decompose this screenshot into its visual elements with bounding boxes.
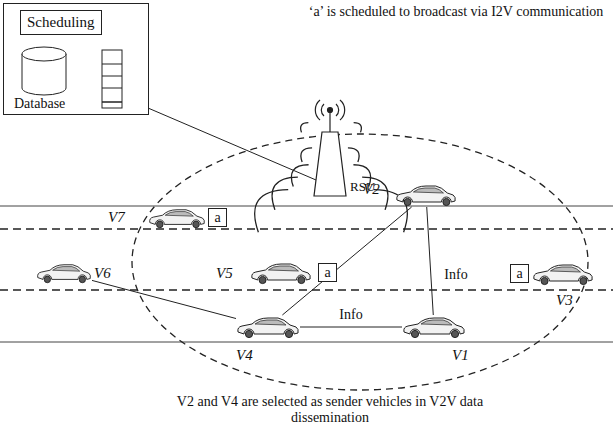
v2v-link xyxy=(282,207,411,315)
edge-label: Info xyxy=(442,267,469,283)
lane-divider xyxy=(0,289,613,291)
radio-wave xyxy=(348,144,363,162)
vehicle: V5 xyxy=(250,261,312,285)
vehicle: V4 xyxy=(236,315,300,339)
coverage-area xyxy=(132,134,588,390)
rsu-tower xyxy=(314,100,346,196)
vehicle-label: V1 xyxy=(452,347,469,364)
vehicle: V1 xyxy=(402,315,466,339)
car-icon xyxy=(250,261,312,285)
vehicle: V6 xyxy=(36,262,92,284)
vehicle-label: V3 xyxy=(556,292,573,309)
database-label: Database xyxy=(14,96,65,111)
car-icon xyxy=(148,207,206,229)
radio-wave xyxy=(354,120,364,132)
radio-wave xyxy=(374,179,419,232)
car-icon xyxy=(532,262,594,286)
vehicle-label: V7 xyxy=(108,209,125,226)
caption-text: V2 and V4 are selected as sender vehicle… xyxy=(150,394,510,426)
road-edge xyxy=(0,206,613,207)
data-item-box: a xyxy=(318,263,337,282)
leader-line xyxy=(148,108,316,180)
car-icon xyxy=(395,183,457,207)
v2v-link xyxy=(92,280,236,318)
data-item-label: a xyxy=(321,264,334,281)
scheduling-box: Scheduling xyxy=(20,10,102,35)
rsu-label: RSU xyxy=(350,180,390,195)
radio-waves xyxy=(243,120,418,232)
edge-label: Info xyxy=(337,307,364,323)
inset-panel: Database Scheduling xyxy=(3,3,149,115)
vehicle: V7 xyxy=(148,207,206,229)
vehicle-label: V5 xyxy=(216,265,233,282)
car-icon xyxy=(402,315,466,339)
radio-wave xyxy=(286,159,309,186)
radio-wave xyxy=(298,120,308,132)
car-icon xyxy=(36,262,92,284)
v2v-link xyxy=(300,327,402,328)
vehicle-label: V4 xyxy=(236,347,253,364)
car-icon xyxy=(236,315,300,339)
data-item-box: a xyxy=(208,208,227,227)
vehicle: V3 xyxy=(532,262,594,286)
data-item-box: a xyxy=(510,264,529,283)
radio-wave xyxy=(297,144,312,162)
lane-divider xyxy=(0,228,613,230)
v2v-link xyxy=(427,207,434,315)
radio-wave xyxy=(243,179,288,232)
vehicle-label: V6 xyxy=(94,265,111,282)
box-label: Scheduling xyxy=(27,14,95,31)
data-item-label: a xyxy=(211,209,224,226)
road-edge xyxy=(0,342,613,343)
note-text: ‘a’ is scheduled to broadcast via I2V co… xyxy=(306,4,606,20)
data-item-label: a xyxy=(513,265,526,282)
vehicle: V2 xyxy=(395,183,457,207)
